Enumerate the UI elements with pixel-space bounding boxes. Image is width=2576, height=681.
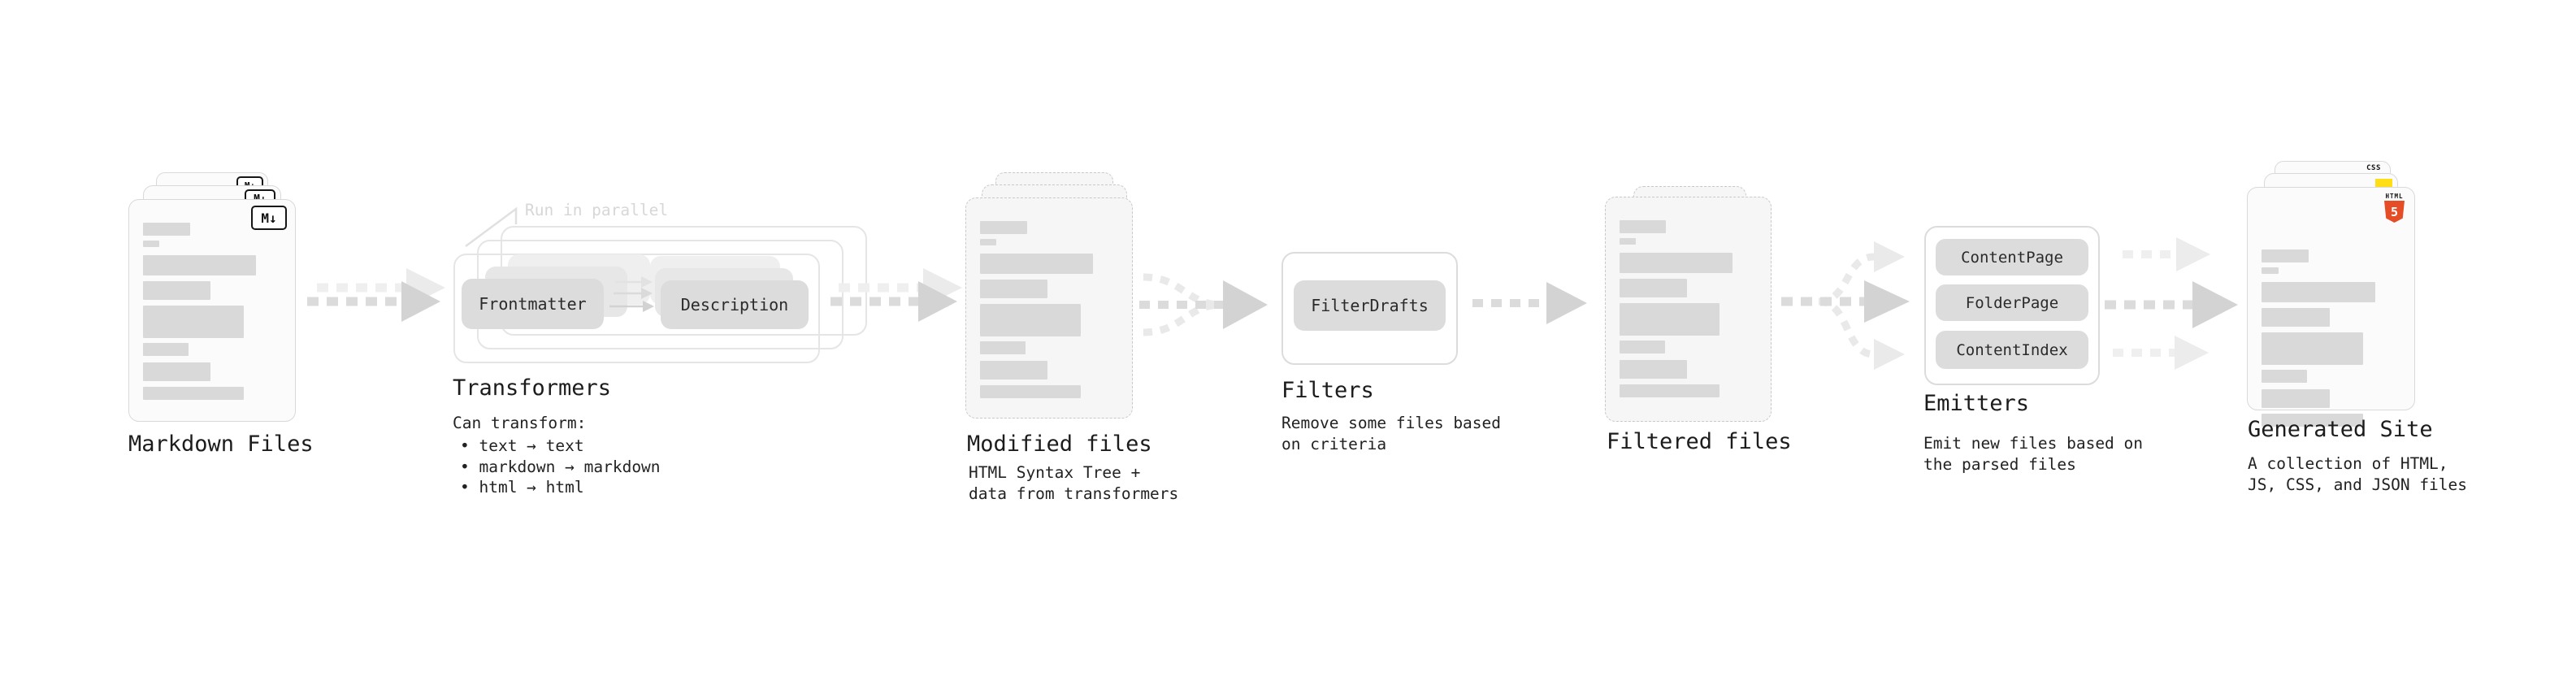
text-placeholder-bars <box>1620 220 1757 397</box>
filterdrafts-box-label: FilterDrafts <box>1311 296 1429 315</box>
transformers-bullets: • text → text • markdown → markdown • ht… <box>460 436 661 498</box>
stage-label-generated-site: Generated Site <box>2248 417 2433 442</box>
stage-label-modified-files: Modified files <box>967 432 1152 457</box>
transformers-description: Can transform: <box>453 414 587 432</box>
stage-label-filters: Filters <box>1281 378 1374 403</box>
emitters-panel: ContentPage FolderPage ContentIndex <box>1924 226 2100 385</box>
emitters-description: Emit new files based on the parsed files <box>1923 434 2144 474</box>
js-icon <box>2375 179 2392 188</box>
frontmatter-box-label: Frontmatter <box>479 294 587 314</box>
contentpage-box-label: ContentPage <box>1961 248 2063 267</box>
filters-description: Remove some files based on criteria <box>1281 414 1502 453</box>
html5-icon-numeral: 5 <box>2390 204 2399 219</box>
run-in-parallel-note: Run in parallel <box>525 201 669 219</box>
bullet-item: • text → text <box>460 436 584 455</box>
bullet-item: • html → html <box>460 478 584 497</box>
filterdrafts-box: FilterDrafts <box>1294 280 1446 331</box>
text-placeholder-bars <box>143 223 281 400</box>
folderpage-box-label: FolderPage <box>1965 293 2059 312</box>
contentindex-box-label: ContentIndex <box>1956 340 2068 359</box>
stage-label-filtered-files: Filtered files <box>1607 429 1792 454</box>
text-placeholder-bars <box>980 221 1118 398</box>
description-box-label: Description <box>680 295 789 314</box>
html5-icon-shield: 5 <box>2384 201 2405 223</box>
arrow-modified-to-filters <box>1139 273 1268 336</box>
markdown-icon: M↓ <box>251 206 287 230</box>
frontmatter-box: Frontmatter <box>462 279 604 329</box>
html-file-card: HTML 5 <box>2247 187 2415 427</box>
html5-icon: HTML 5 <box>2384 193 2405 223</box>
arrow-markdown-to-transformers <box>307 268 445 322</box>
modified-files-description: HTML Syntax Tree + data from transformer… <box>969 463 1179 503</box>
html5-icon-wordmark: HTML <box>2385 193 2404 200</box>
bullet-item: • markdown → markdown <box>460 457 661 476</box>
text-placeholder-bars <box>2262 249 2400 427</box>
stage-label-markdown-files: Markdown Files <box>128 432 314 457</box>
arrow-filters-to-filtered <box>1472 282 1587 324</box>
contentindex-box: ContentIndex <box>1936 331 2088 369</box>
description-box: Description <box>661 280 809 329</box>
stage-label-emitters: Emitters <box>1923 391 2030 416</box>
markdown-icon-glyph: M↓ <box>261 210 277 226</box>
filtered-file-card-front <box>1605 197 1772 422</box>
css-icon-wordmark: CSS <box>2366 164 2381 172</box>
arrow-emitters-to-generated <box>2105 237 2238 370</box>
arrow-filtered-to-emitters <box>1781 241 1910 370</box>
folderpage-box: FolderPage <box>1936 284 2088 321</box>
generated-site-description: A collection of HTML, JS, CSS, and JSON … <box>2248 454 2468 494</box>
stage-label-transformers: Transformers <box>453 375 612 401</box>
contentpage-box: ContentPage <box>1936 239 2088 275</box>
modified-file-card-front <box>965 197 1133 419</box>
filters-panel: FilterDrafts <box>1281 252 1458 365</box>
markdown-file-card-front: M↓ <box>128 199 296 422</box>
